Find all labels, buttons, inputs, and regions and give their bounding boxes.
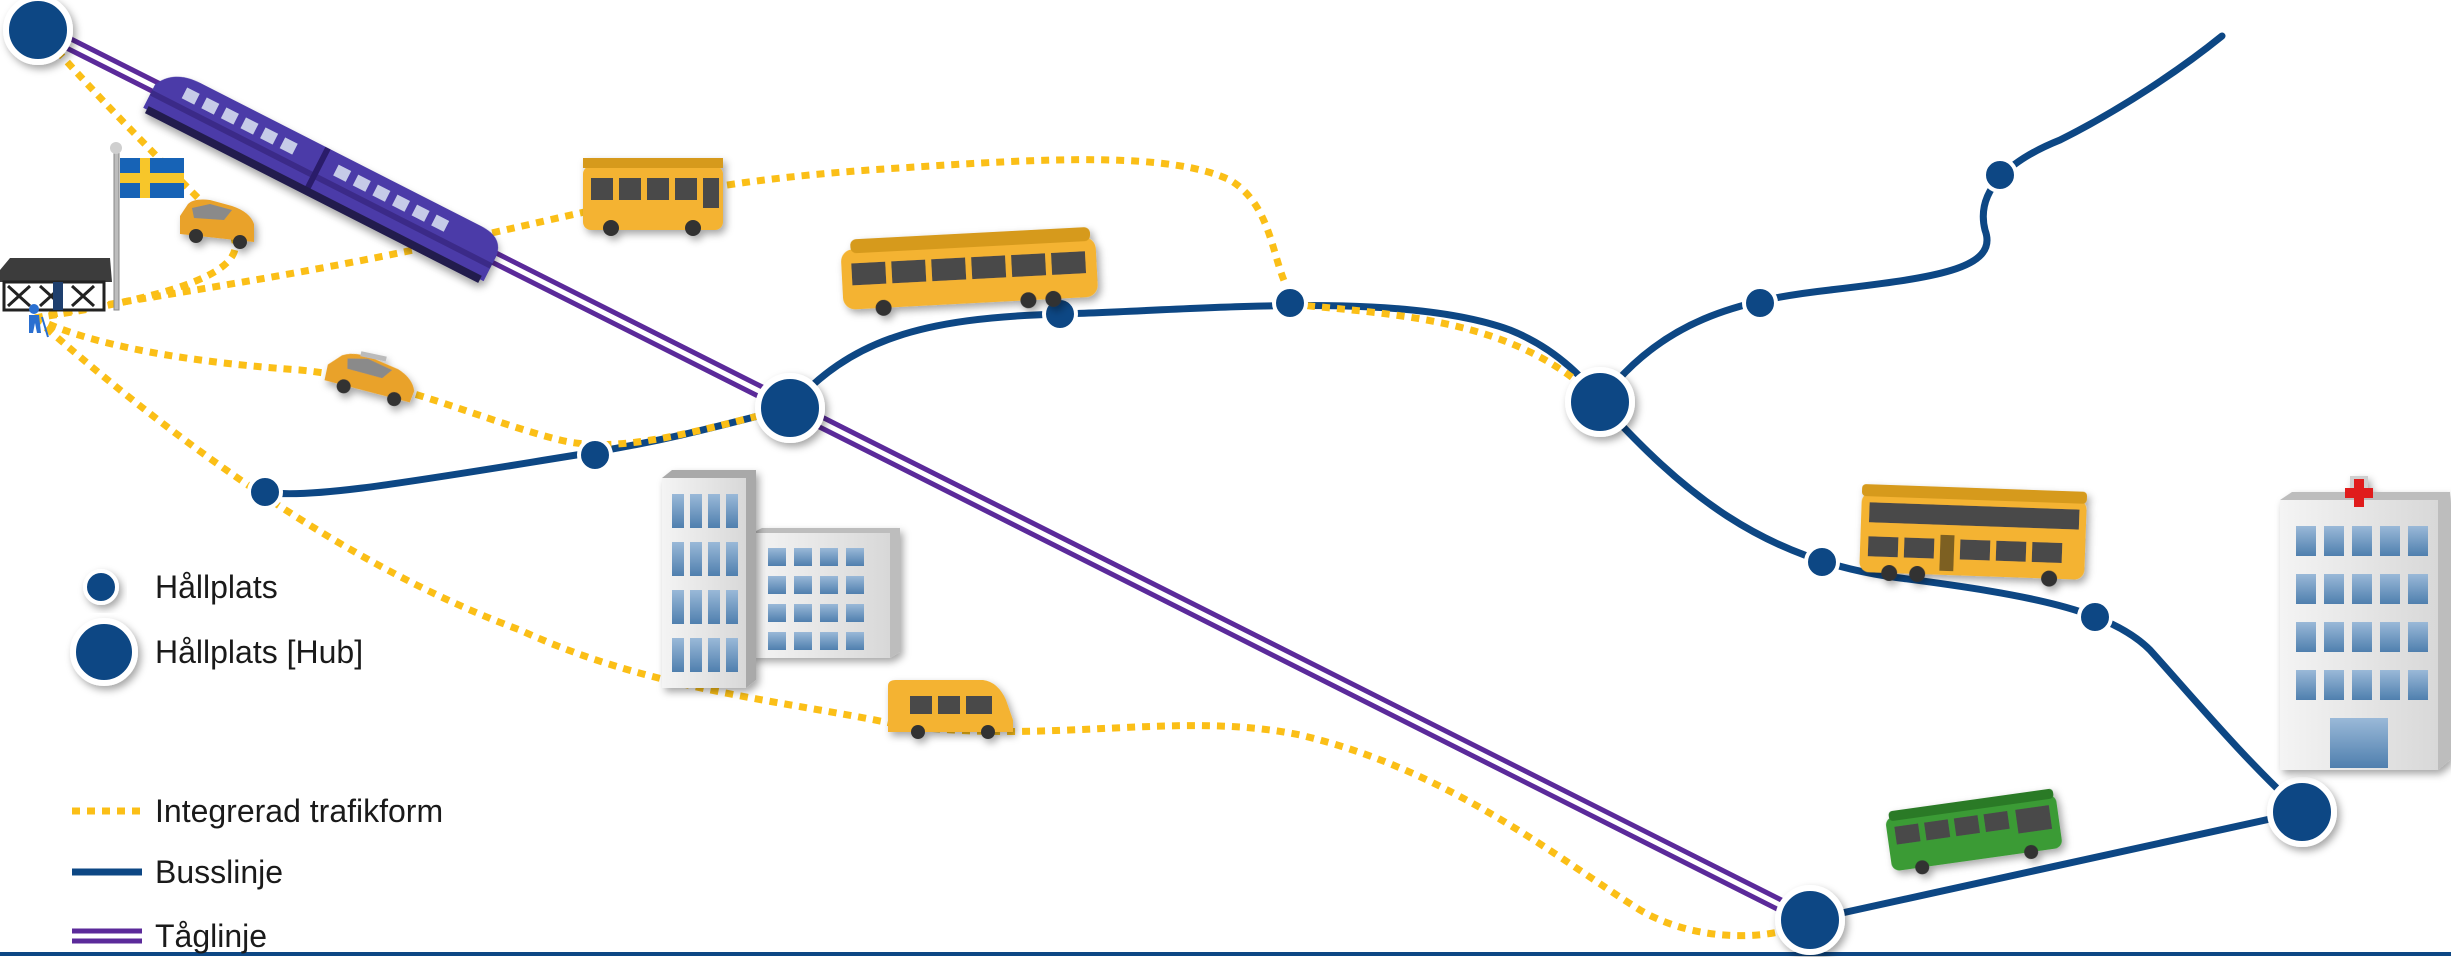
taxi-icon (180, 199, 254, 249)
stop (1272, 285, 1308, 321)
shelter-icon (0, 258, 112, 312)
minibus-icon (888, 680, 1013, 739)
stop (2077, 599, 2113, 635)
hub-right (2267, 777, 2337, 847)
office-building-icon (752, 528, 900, 658)
hub-top-left (3, 0, 73, 65)
stops (247, 157, 2113, 635)
stop (247, 474, 283, 510)
double-decker-bus-icon (1859, 484, 2088, 587)
stop (1982, 157, 2018, 193)
integrated-routes (32, 25, 1812, 940)
legend-stop-label: Hållplats (155, 569, 278, 605)
person-icon (29, 304, 49, 338)
legend-hub-marker (70, 618, 138, 686)
stop (577, 437, 613, 473)
legend: Hållplats Hållplats [Hub] Integrerad tra… (70, 569, 443, 954)
hub-center-right (1565, 367, 1635, 437)
office-building-icon (662, 470, 756, 688)
hub-bottom (1775, 885, 1845, 955)
legend-integrated-label: Integrerad trafikform (155, 793, 443, 829)
bus-icon (583, 158, 723, 236)
legend-stop-marker (83, 569, 119, 605)
bus-icon (1886, 788, 2062, 875)
hubs (3, 0, 2337, 955)
taxi-icon (324, 351, 415, 407)
bus-icon (841, 227, 1098, 316)
swedish-flag-icon (110, 142, 184, 311)
train-icon (143, 76, 499, 283)
hospital-icon (2280, 476, 2450, 770)
hub-center-left (755, 373, 825, 443)
legend-bus-line-label: Busslinje (155, 854, 283, 890)
bus-lines (261, 32, 2306, 924)
stop (1742, 285, 1778, 321)
legend-train-line-label: Tåglinje (155, 918, 267, 954)
legend-hub-label: Hållplats [Hub] (155, 634, 363, 670)
stop (1804, 544, 1840, 580)
